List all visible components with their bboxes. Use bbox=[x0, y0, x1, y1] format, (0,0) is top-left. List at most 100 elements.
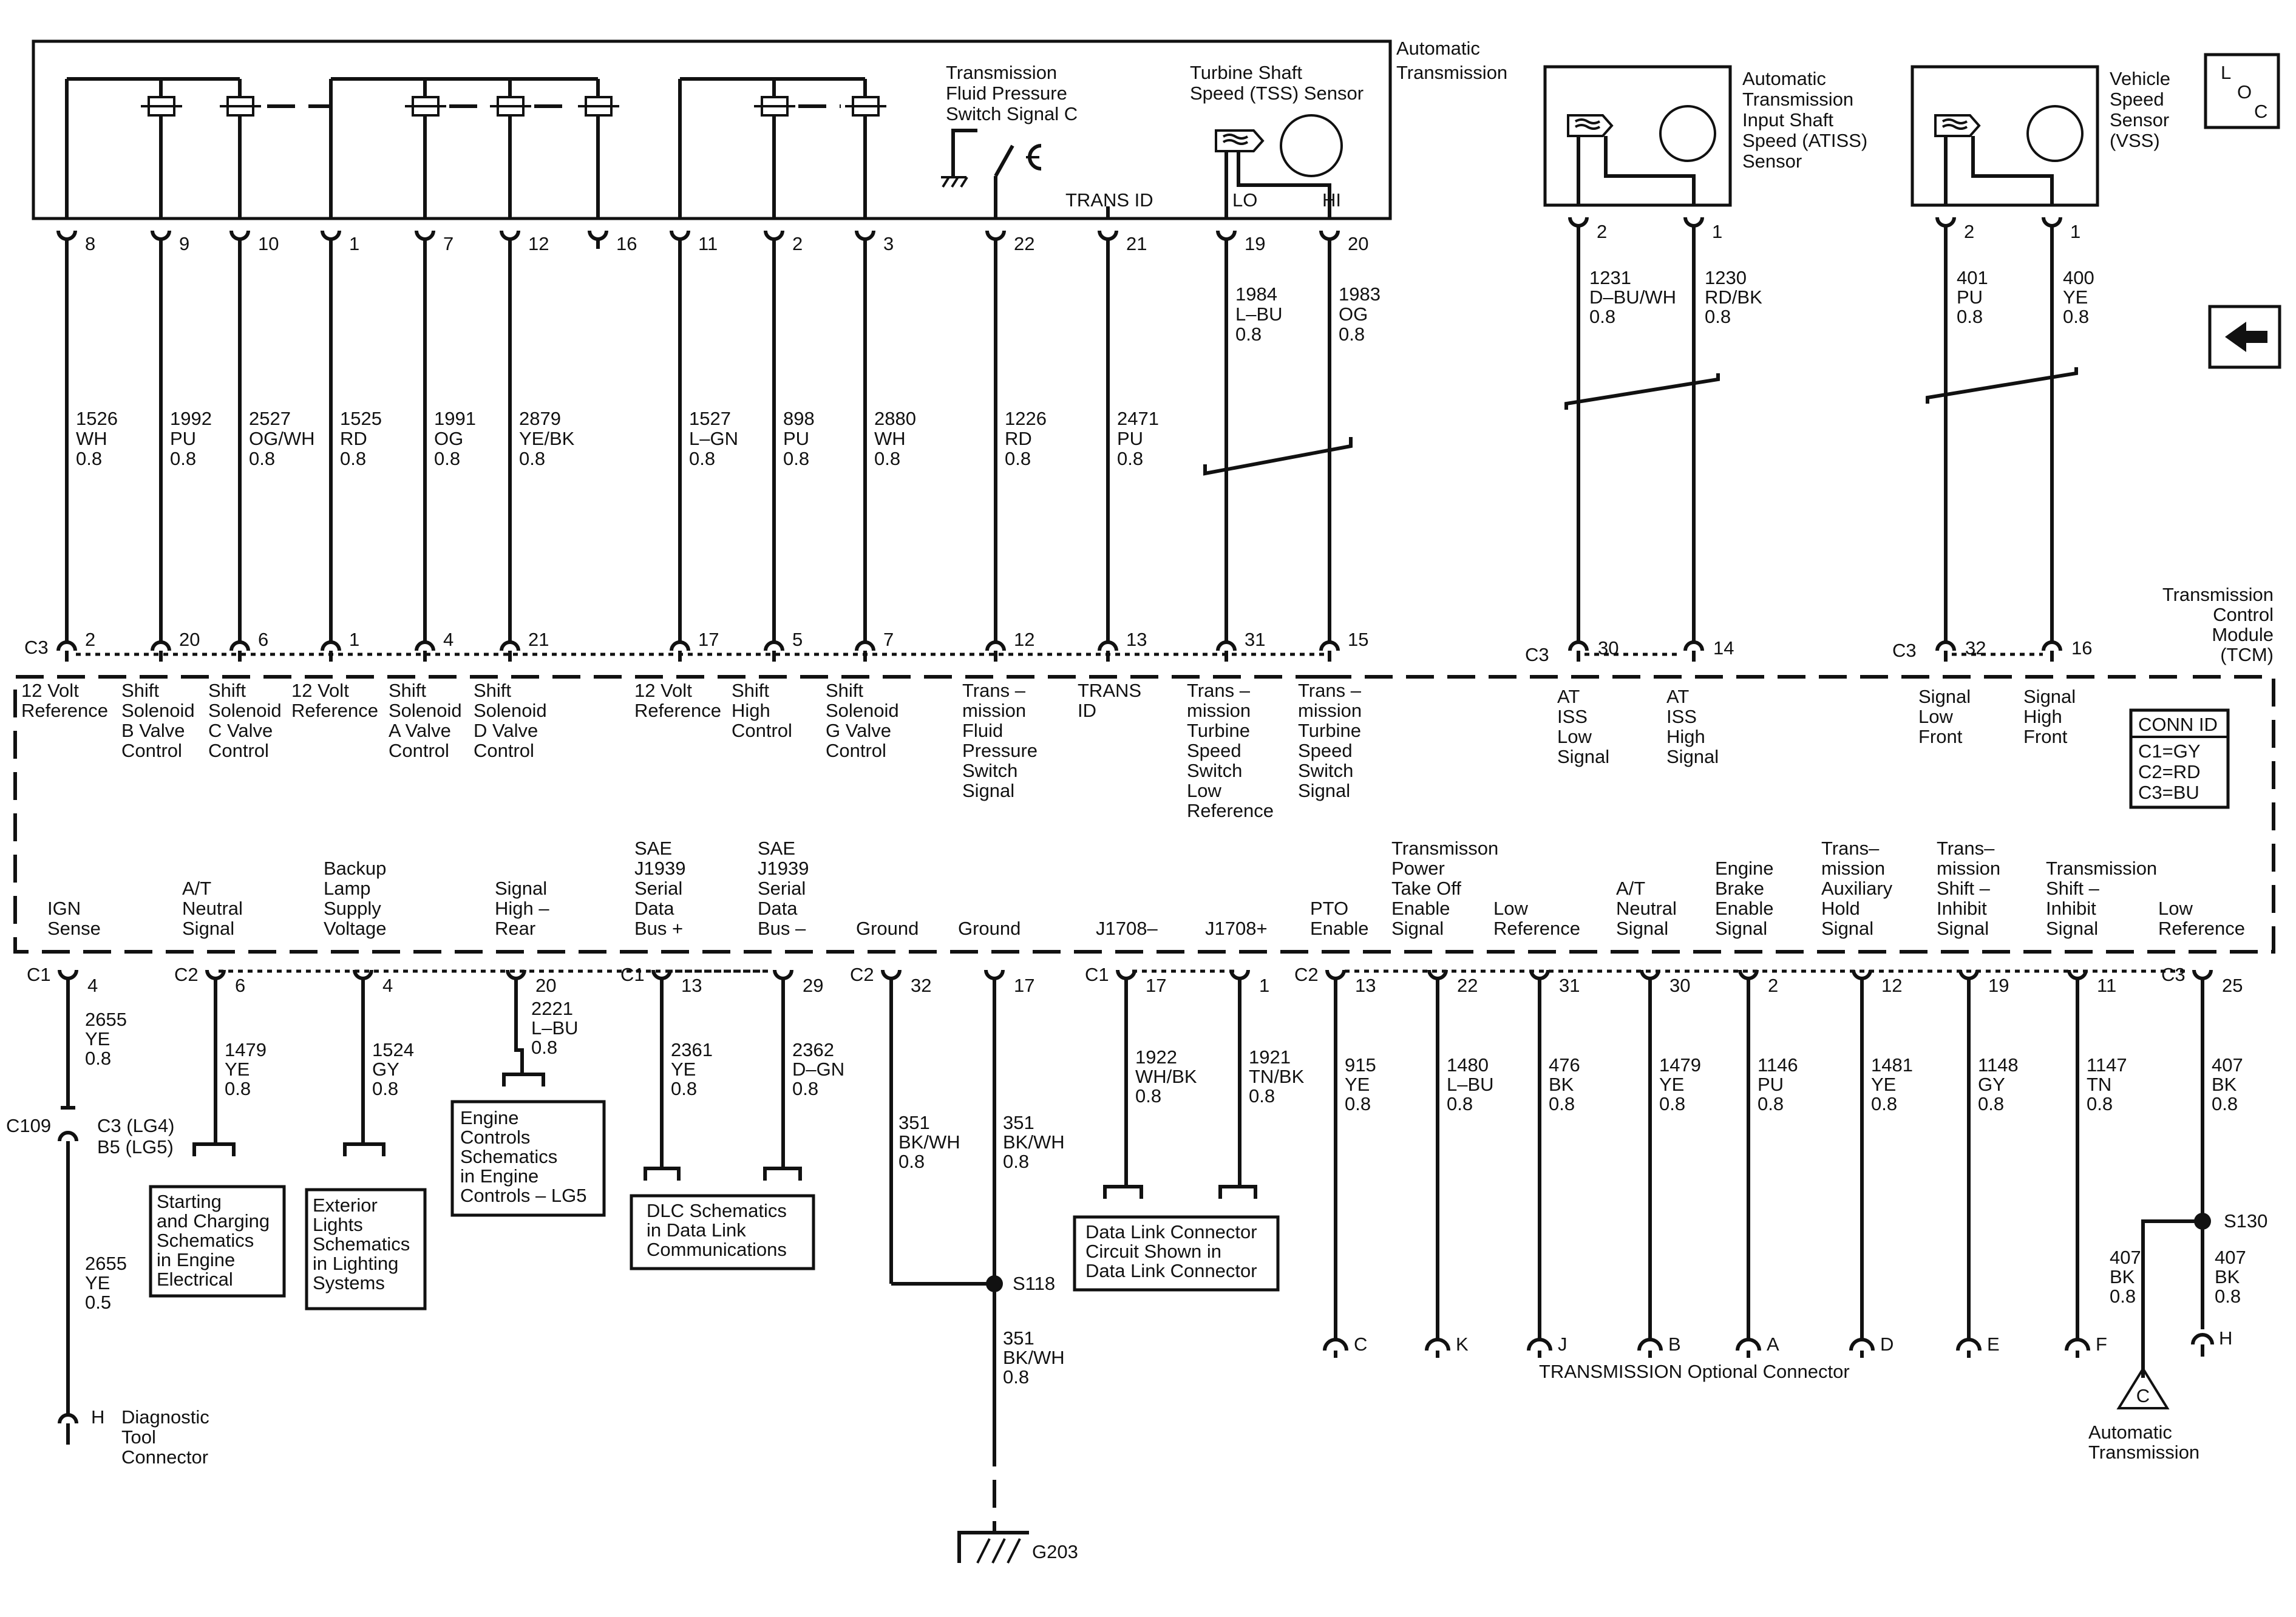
circuit-color-11: PU bbox=[1117, 428, 1143, 449]
ground-color: BK/WH bbox=[1003, 1347, 1065, 1368]
lower-func-label-6-0: Ground bbox=[856, 918, 919, 939]
atiss-label-2: Transmission bbox=[1742, 89, 1853, 110]
lower-func-label-4-1: J1939 bbox=[634, 858, 685, 879]
dtc-label-3: Connector bbox=[121, 1446, 208, 1468]
tcm-pin-12 bbox=[1216, 640, 1237, 651]
sensor-pin-1 bbox=[1683, 217, 1704, 228]
starting-charging-ref[interactable]: Starting and Charging Schematics in Engi… bbox=[149, 1142, 286, 1298]
circuit-color-13: OG bbox=[1339, 303, 1368, 325]
lower-func-label-14-0: Engine bbox=[1715, 858, 1774, 879]
opt-term-13 bbox=[1637, 1338, 1663, 1351]
lower-func-label-10-0: PTO bbox=[1310, 898, 1348, 919]
tcm-pin-label-2: 6 bbox=[258, 629, 268, 650]
lower-func-label-11-2: Take Off bbox=[1391, 878, 1461, 899]
tcm-pin-label-10: 12 bbox=[1014, 629, 1034, 650]
tcm-func-label-9-2: G Valve bbox=[826, 720, 891, 741]
tcm-func-label-11-0: TRANS bbox=[1078, 680, 1141, 701]
tcm-pin-1 bbox=[151, 640, 171, 651]
ign-gauge-2: 0.5 bbox=[85, 1292, 111, 1313]
hi-label: HI bbox=[1322, 189, 1341, 211]
tcm-title-1: Transmission bbox=[2162, 584, 2274, 605]
left-arrow-icon[interactable] bbox=[2208, 305, 2281, 369]
vss-label-4: (VSS) bbox=[2110, 130, 2160, 151]
lower-func-label-17-3: Signal bbox=[2046, 918, 2098, 939]
loc-button[interactable]: L O C bbox=[2204, 53, 2280, 129]
sensor-circuit-gauge-1: 0.8 bbox=[1705, 306, 1731, 327]
tcm-pin-label-4: 4 bbox=[443, 629, 453, 650]
dlc-ref-1: DLC Schematics bbox=[647, 1200, 787, 1221]
tcm-func-label-13-2: Turbine bbox=[1298, 720, 1361, 741]
sensor-circuit-color-1: RD/BK bbox=[1705, 286, 1762, 308]
tcm-func-label-5-2: D Valve bbox=[474, 720, 538, 741]
dlc-ref-3: Communications bbox=[647, 1239, 787, 1260]
tcm-func-label-12-3: Speed bbox=[1187, 740, 1241, 761]
lower-circuit-color-6: BK/WH bbox=[898, 1131, 960, 1153]
sensor-func-label-0-1: ISS bbox=[1557, 706, 1588, 727]
engine-ref-5: Controls – LG5 bbox=[460, 1185, 587, 1206]
lr-auto-trans-1: Automatic bbox=[2088, 1422, 2172, 1443]
sensor-func-label-3-2: Front bbox=[2023, 726, 2068, 747]
starting-ref-5: Electrical bbox=[157, 1269, 233, 1290]
harness-pin-label-11: 21 bbox=[1126, 233, 1147, 254]
dlc-schematics-ref[interactable]: DLC Schematics in Data Link Communicatio… bbox=[630, 1167, 815, 1270]
lower-pin-2 bbox=[353, 969, 373, 980]
tss-label-2: Speed (TSS) Sensor bbox=[1190, 83, 1364, 104]
lower-circuit-num-4: 2361 bbox=[671, 1039, 713, 1060]
lower-circuit-gauge-17: 0.8 bbox=[2087, 1093, 2113, 1114]
tcm-func-label-1-1: Solenoid bbox=[121, 700, 195, 721]
lower-pin-label-5: 29 bbox=[803, 975, 823, 996]
lower-func-label-11-0: Transmisson bbox=[1391, 838, 1498, 859]
harness-pin-label-6: 16 bbox=[616, 233, 637, 254]
vss-label-2: Speed bbox=[2110, 89, 2164, 110]
harness-pin-0 bbox=[56, 230, 77, 241]
starting-ref-4: in Engine bbox=[157, 1249, 235, 1270]
lower-circuit-color-17: TN bbox=[2087, 1074, 2111, 1095]
tcm-func-label-9-0: Shift bbox=[826, 680, 863, 701]
lower-func-label-16-0: Trans– bbox=[1937, 838, 1995, 859]
tcm-func-label-10-4: Switch bbox=[962, 760, 1017, 781]
tcm-pin-4 bbox=[415, 640, 435, 651]
circuit-color-9: WH bbox=[874, 428, 906, 449]
lower-circuit-gauge-7: 0.8 bbox=[1003, 1151, 1029, 1172]
data-link-connector-ref[interactable]: Data Link Connector Circuit Shown in Dat… bbox=[1073, 1185, 1280, 1292]
circuit-num-4: 1991 bbox=[434, 408, 476, 429]
engine-controls-ref[interactable]: Engine Controls Schematics in Engine Con… bbox=[450, 1073, 606, 1217]
lower-pin-label-9: 1 bbox=[1259, 975, 1269, 996]
lower-circuit-15: Trans–missionAuxiliaryHoldSignal121481YE… bbox=[1821, 838, 1913, 1358]
exterior-lights-ref[interactable]: Exterior Lights Schematics in Lighting S… bbox=[305, 1142, 427, 1310]
lower-func-label-3-1: High – bbox=[495, 898, 549, 919]
tcm-title-3: Module bbox=[2212, 624, 2274, 645]
auto-trans-triangle-icon: C bbox=[2116, 1366, 2170, 1409]
lower-func-label-18-1: Reference bbox=[2158, 918, 2245, 939]
circuit-num-2: 2527 bbox=[249, 408, 291, 429]
engine-ref-3: Schematics bbox=[460, 1146, 557, 1167]
lower-circuit-gauge-18: 0.8 bbox=[2212, 1093, 2238, 1114]
circuit-gauge-13: 0.8 bbox=[1339, 324, 1365, 345]
lower-func-label-7-0: Ground bbox=[958, 918, 1021, 939]
sensor-circuit-num-1: 1230 bbox=[1705, 267, 1747, 288]
lower-circuit-gauge-3: 0.8 bbox=[531, 1037, 557, 1058]
harness-pin-label-7: 11 bbox=[698, 233, 718, 254]
circuit-color-4: OG bbox=[434, 428, 463, 449]
tcm-pin-13 bbox=[1319, 640, 1340, 651]
vss-label-1: Vehicle bbox=[2110, 68, 2170, 89]
lower-circuit-gauge-15: 0.8 bbox=[1871, 1093, 1897, 1114]
sensor-func-label-0-2: Low bbox=[1557, 726, 1592, 747]
harness-pin-label-3: 1 bbox=[349, 233, 359, 254]
tfp-label-3: Switch Signal C bbox=[946, 103, 1078, 124]
lower-circuit-gauge-16: 0.8 bbox=[1978, 1093, 2004, 1114]
tcm-func-label-12-1: mission bbox=[1187, 700, 1251, 721]
tcm-func-label-1-3: Control bbox=[121, 740, 182, 761]
lower-pin-13 bbox=[1640, 969, 1660, 980]
sensor-pin-label-1: 1 bbox=[1712, 221, 1722, 242]
sensor-pin-0 bbox=[1568, 217, 1589, 228]
sensor-circuit-gauge-0: 0.8 bbox=[1589, 306, 1615, 327]
atiss-label-1: Automatic bbox=[1742, 68, 1826, 89]
